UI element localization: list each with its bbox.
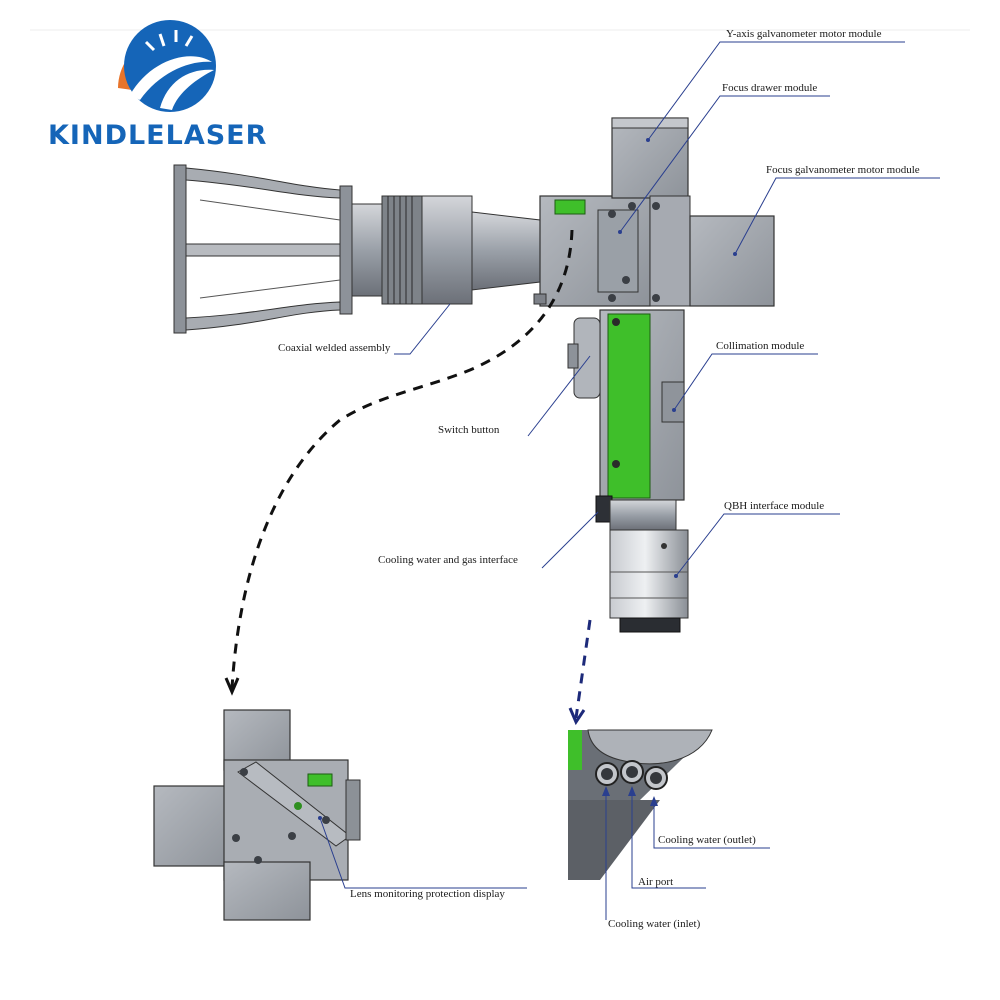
cooling-ports bbox=[595, 760, 668, 790]
leader-lines bbox=[319, 41, 940, 920]
label-air-port: Air port bbox=[638, 876, 674, 888]
label-switch-button: Switch button bbox=[438, 424, 500, 436]
brand-logo bbox=[118, 20, 216, 112]
label-lens-monitor: Lens monitoring protection display bbox=[350, 888, 505, 900]
label-collimation: Collimation module bbox=[716, 340, 805, 352]
handle-collimation bbox=[567, 309, 689, 726]
cooling-detail-view bbox=[568, 729, 713, 880]
label-cooling-gas: Cooling water and gas interface bbox=[378, 554, 518, 566]
label-focus-drawer: Focus drawer module bbox=[722, 82, 818, 94]
brand-wordmark: KINDLELASER bbox=[48, 120, 268, 151]
label-cooling-outlet: Cooling water (outlet) bbox=[658, 834, 756, 846]
lens-detail-view bbox=[153, 709, 361, 921]
label-cooling-inlet: Cooling water (inlet) bbox=[608, 918, 701, 930]
label-focus-galvo: Focus galvanometer motor module bbox=[766, 164, 920, 176]
label-y-axis-galvo: Y-axis galvanometer motor module bbox=[726, 28, 882, 40]
label-qbh: QBH interface module bbox=[724, 500, 825, 512]
label-coaxial-assembly: Coaxial welded assembly bbox=[278, 342, 391, 354]
coaxial-welded-assembly bbox=[173, 164, 541, 334]
central-block bbox=[224, 117, 775, 696]
